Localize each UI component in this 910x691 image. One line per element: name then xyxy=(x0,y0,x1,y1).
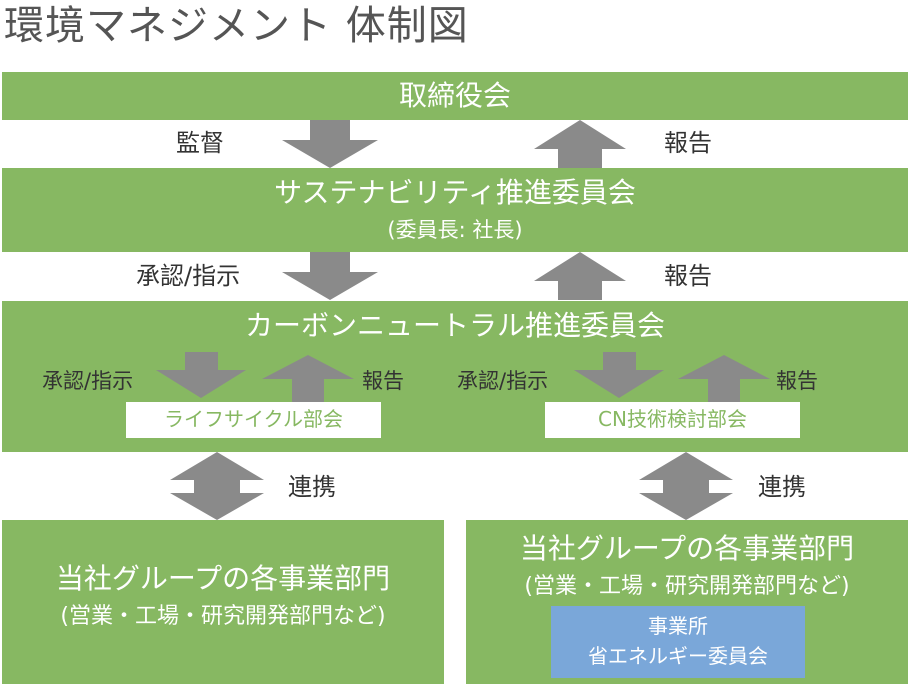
carbon-neutral-committee-label: カーボンニュートラル推進委員会 xyxy=(244,309,665,342)
link-label-left: 連携 xyxy=(288,473,336,501)
energy-saving-committee-line1: 事業所 xyxy=(648,614,708,638)
approval-label-sus: 承認/指示 xyxy=(136,262,241,290)
down-arrow-approval-tech xyxy=(574,352,664,398)
report-label-sus: 報告 xyxy=(664,262,712,290)
up-arrow-report-tech xyxy=(678,355,770,402)
report-label-tech: 報告 xyxy=(776,369,818,393)
report-label-board: 報告 xyxy=(664,129,712,157)
up-arrow-report-board xyxy=(534,120,626,168)
cn-tech-subcommittee-box: CN技術検討部会 xyxy=(545,402,800,438)
business-divisions-box-right: 当社グループの各事業部門 (営業・工場・研究開発部門など) 事業所 省エネルギー… xyxy=(466,520,908,684)
supervision-label: 監督 xyxy=(176,129,224,157)
up-arrow-report-sus xyxy=(534,252,626,300)
board-label: 取締役会 xyxy=(398,79,511,112)
link-label-right: 連携 xyxy=(758,473,806,501)
business-divisions-box-left: 当社グループの各事業部門 (営業・工場・研究開発部門など) xyxy=(2,520,444,684)
down-arrow-approval-lifecycle xyxy=(156,352,246,398)
down-arrow-supervision xyxy=(282,120,378,168)
business-divisions-label-right: 当社グループの各事業部門 xyxy=(519,532,855,565)
bidirectional-arrow-right xyxy=(639,452,733,520)
energy-saving-committee-box: 事業所 省エネルギー委員会 xyxy=(551,606,805,678)
bidirectional-arrow-left xyxy=(170,452,264,520)
up-arrow-report-lifecycle xyxy=(262,355,354,402)
energy-saving-committee-line2: 省エネルギー委員会 xyxy=(588,644,768,668)
approval-label-lifecycle: 承認/指示 xyxy=(42,369,134,393)
approval-label-tech: 承認/指示 xyxy=(457,369,549,393)
business-divisions-sub-right: (営業・工場・研究開発部門など) xyxy=(524,574,850,599)
report-label-lifecycle: 報告 xyxy=(362,369,404,393)
page-title: 環境マネジメント 体制図 xyxy=(4,3,469,49)
down-arrow-approval-sus xyxy=(282,252,378,300)
board-box: 取締役会 xyxy=(2,72,908,120)
sustainability-chair-label: (委員長: 社長) xyxy=(387,218,523,242)
business-divisions-sub-left: (営業・工場・研究開発部門など) xyxy=(60,604,386,629)
sustainability-committee-box: サステナビリティ推進委員会 (委員長: 社長) xyxy=(2,168,908,252)
business-divisions-label-left: 当社グループの各事業部門 xyxy=(55,562,391,595)
sustainability-committee-label: サステナビリティ推進委員会 xyxy=(274,176,636,209)
lifecycle-subcommittee-box: ライフサイクル部会 xyxy=(126,402,381,438)
